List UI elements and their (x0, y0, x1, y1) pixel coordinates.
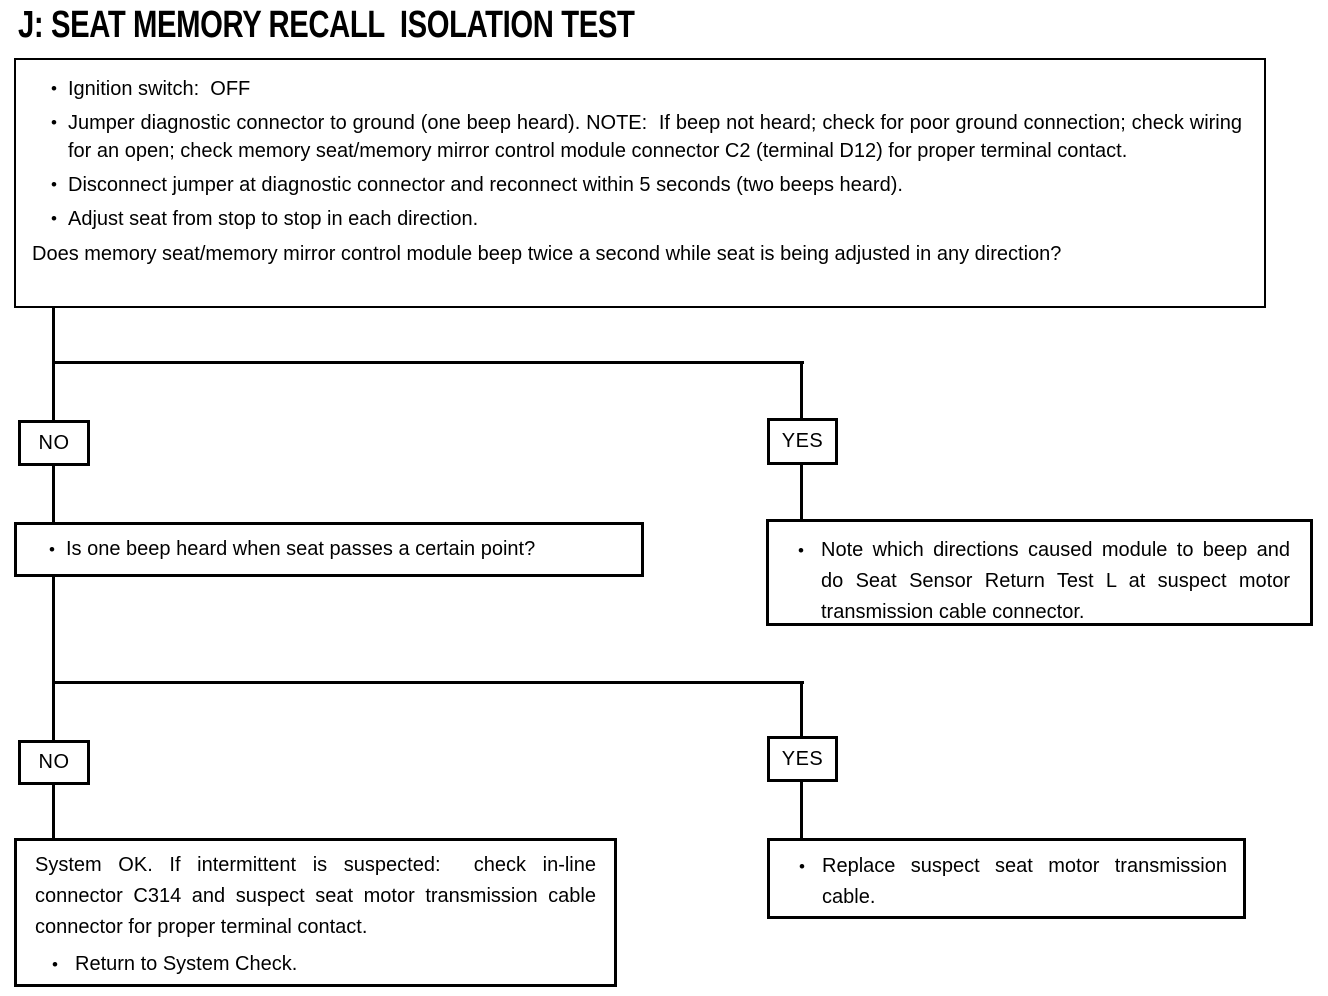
bullet-icon: • (49, 539, 55, 559)
bullet-icon: • (51, 79, 57, 98)
bullet-icon: • (51, 175, 57, 194)
yes-label: YES (781, 430, 824, 452)
list-item: • Adjust seat from stop to stop in each … (32, 205, 1246, 233)
action-text: Note which directions caused module to b… (821, 539, 1296, 623)
list-item: • Ignition switch: OFF (32, 75, 1246, 103)
connector-line (52, 577, 55, 740)
bullet-icon: • (51, 113, 57, 132)
setup-step: Jumper diagnostic connector to ground (o… (68, 112, 1248, 162)
action-text: Return to System Check. (75, 953, 298, 975)
yes-result-box: • Replace suspect seat motor transmissio… (767, 838, 1246, 919)
list-item: • Replace suspect seat motor transmissio… (790, 851, 1227, 913)
connector-line (800, 684, 803, 737)
no-result-box: • Is one beep heard when seat passes a c… (14, 522, 644, 577)
list-item: • Jumper diagnostic connector to ground … (32, 109, 1246, 165)
result-text: System OK. If intermittent is suspected:… (35, 854, 602, 938)
connector-line (800, 364, 803, 418)
bullet-icon: • (52, 955, 58, 974)
yes-result-box: • Note which directions caused module to… (766, 519, 1313, 626)
yes-label-box: YES (767, 418, 838, 465)
setup-step: Adjust seat from stop to stop in each di… (68, 208, 479, 230)
list-item: • Disconnect jumper at diagnostic connec… (32, 171, 1246, 199)
list-item: • Note which directions caused module to… (789, 535, 1290, 628)
test-setup-box: • Ignition switch: OFF • Jumper diagnost… (14, 58, 1266, 308)
connector-line (52, 466, 55, 522)
action-text: Replace suspect seat motor transmission … (822, 855, 1233, 908)
connector-line (800, 465, 803, 519)
yes-label-box: YES (767, 736, 838, 782)
no-label-box: NO (18, 740, 90, 785)
no-label-box: NO (18, 420, 90, 466)
list-item: • Return to System Check. (35, 949, 598, 980)
connector-line (52, 785, 55, 838)
followup-question: Is one beep heard when seat passes a cer… (66, 538, 536, 560)
connector-line (52, 361, 804, 364)
connector-line (52, 681, 804, 684)
yes-label: YES (781, 747, 824, 770)
connector-line (800, 782, 803, 838)
decision-question: Does memory seat/memory mirror control m… (32, 243, 1062, 265)
bullet-icon: • (51, 209, 57, 228)
page-title: J: SEAT MEMORY RECALL ISOLATION TEST (18, 4, 635, 46)
no-label: NO (38, 431, 70, 454)
setup-step: Ignition switch: OFF (68, 78, 251, 100)
no-result-box: System OK. If intermittent is suspected:… (14, 838, 617, 987)
setup-step: Disconnect jumper at diagnostic connecto… (68, 174, 903, 196)
connector-line (52, 308, 55, 420)
bullet-icon: • (799, 857, 805, 876)
no-label: NO (38, 751, 70, 773)
bullet-icon: • (798, 541, 804, 560)
